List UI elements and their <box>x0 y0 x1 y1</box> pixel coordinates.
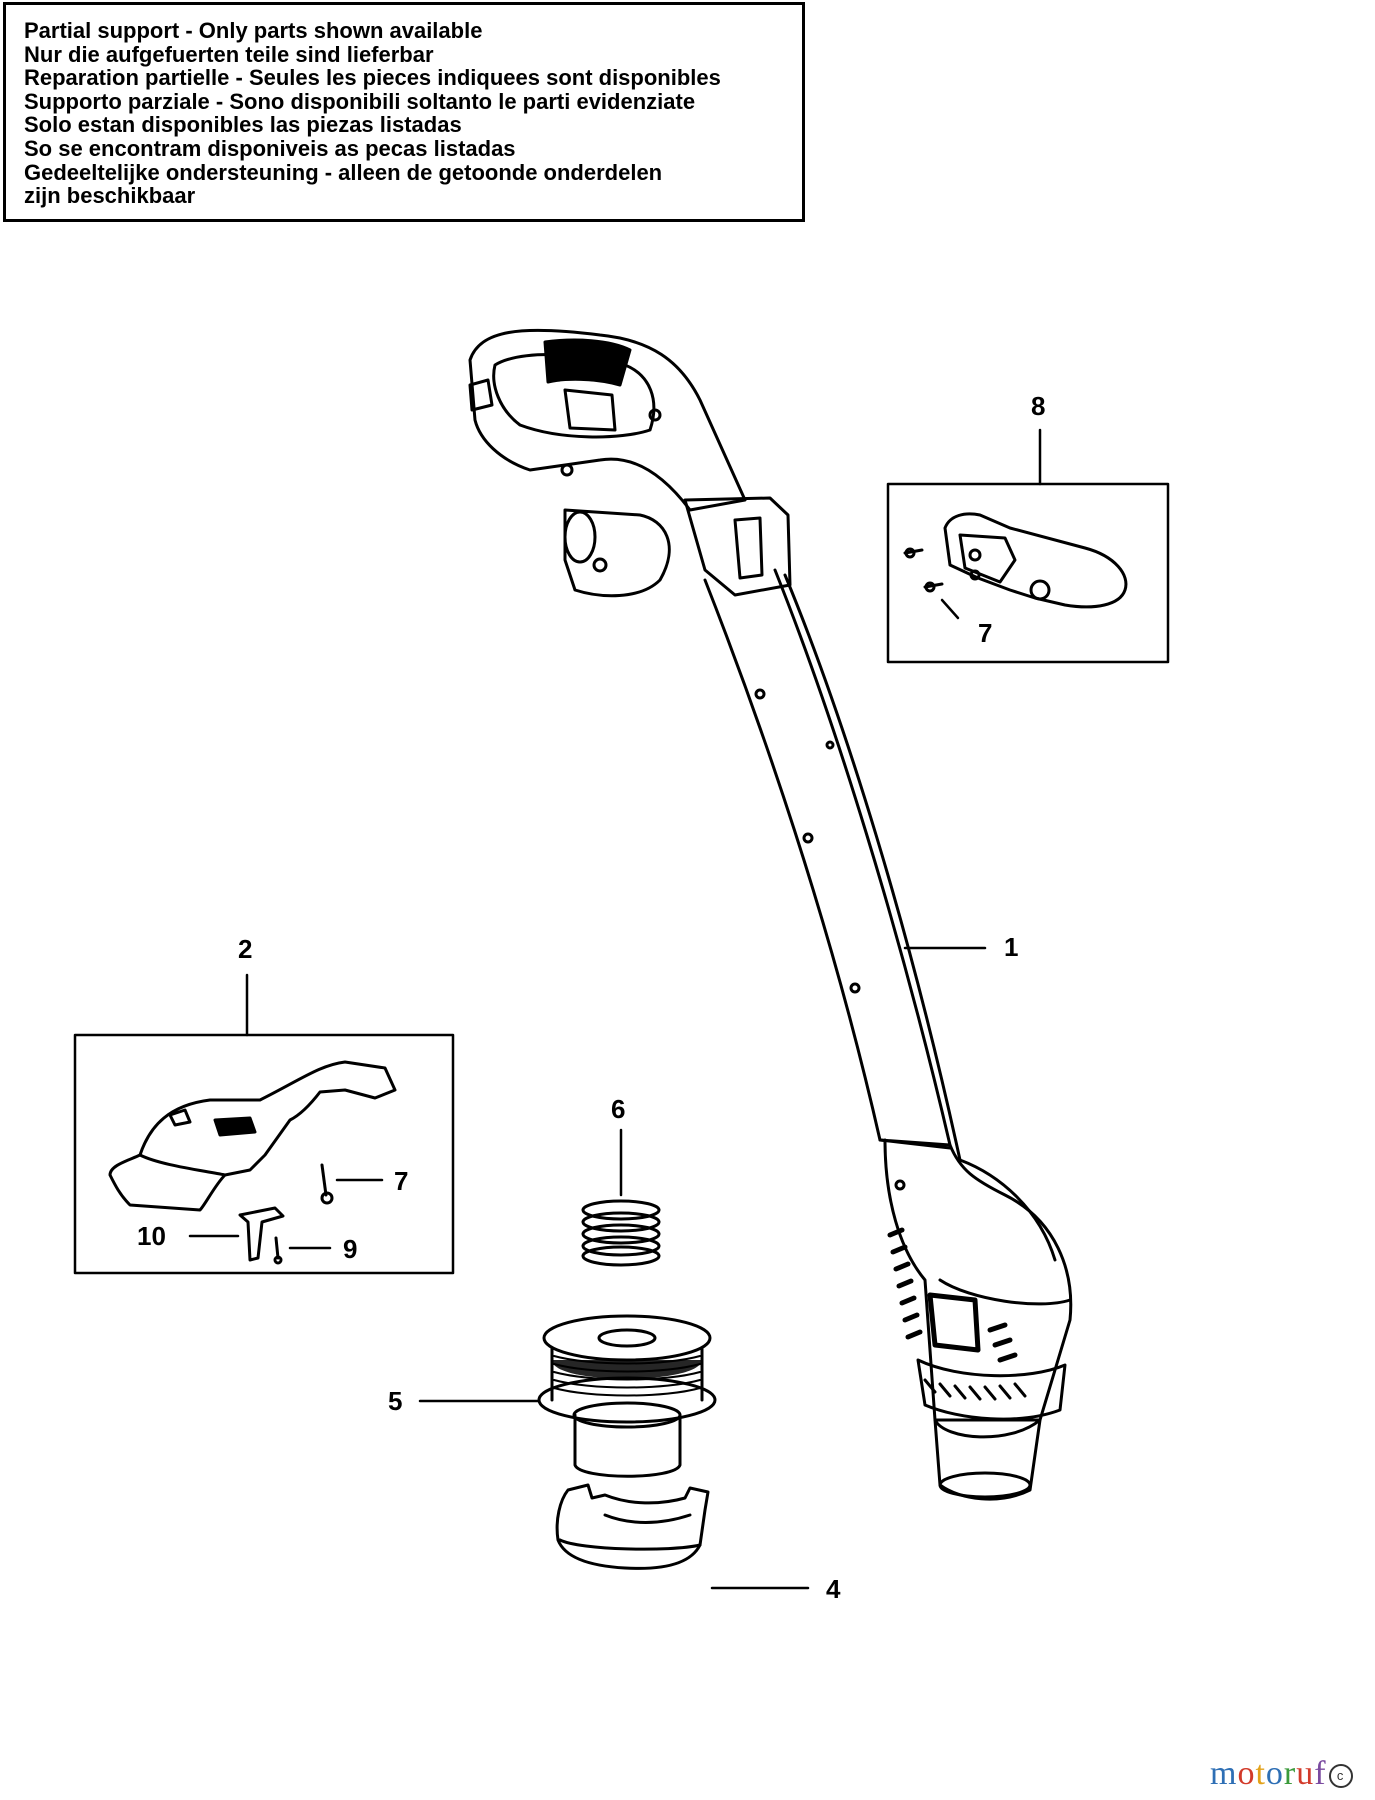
partial-support-notice: Partial support - Only parts shown avail… <box>3 2 805 222</box>
callout-4: 4 <box>826 1574 841 1604</box>
notice-line-it: Supporto parziale - Sono disponibili sol… <box>24 88 696 114</box>
callout-7-guard: 7 <box>394 1166 408 1196</box>
guard-part-2 <box>73 973 455 1275</box>
callout-5: 5 <box>388 1386 402 1416</box>
callout-9: 9 <box>343 1234 357 1264</box>
callout-6: 6 <box>611 1094 625 1124</box>
callout-1: 1 <box>1004 932 1018 962</box>
callout-7-handle: 7 <box>978 618 992 648</box>
callout-10: 10 <box>137 1221 166 1251</box>
notice-line-de: Nur die aufgefuerten teile sind lieferba… <box>24 41 434 67</box>
spool-part-5 <box>418 1314 717 1478</box>
notice-line-nl-2: zijn beschikbaar <box>24 183 196 209</box>
notice-line-fr: Reparation partielle - Seules les pieces… <box>24 65 721 91</box>
callout-2: 2 <box>238 934 252 964</box>
spring-part-6 <box>581 1128 661 1267</box>
trimmer-body-part-1 <box>468 328 1073 1501</box>
notice-line-en: Partial support - Only parts shown avail… <box>24 18 483 43</box>
notice-line-nl: Gedeeltelijke ondersteuning - alleen de … <box>24 159 663 185</box>
callout-8: 8 <box>1031 391 1045 421</box>
notice-line-es: Solo estan disponibles las piezas listad… <box>24 112 462 138</box>
notice-line-pt: So se encontram disponiveis as pecas lis… <box>24 135 516 161</box>
copyright-seal-icon: c <box>1328 1764 1353 1789</box>
spool-cover-part-4 <box>555 1483 810 1590</box>
auxiliary-handle-part-8 <box>886 428 1170 664</box>
